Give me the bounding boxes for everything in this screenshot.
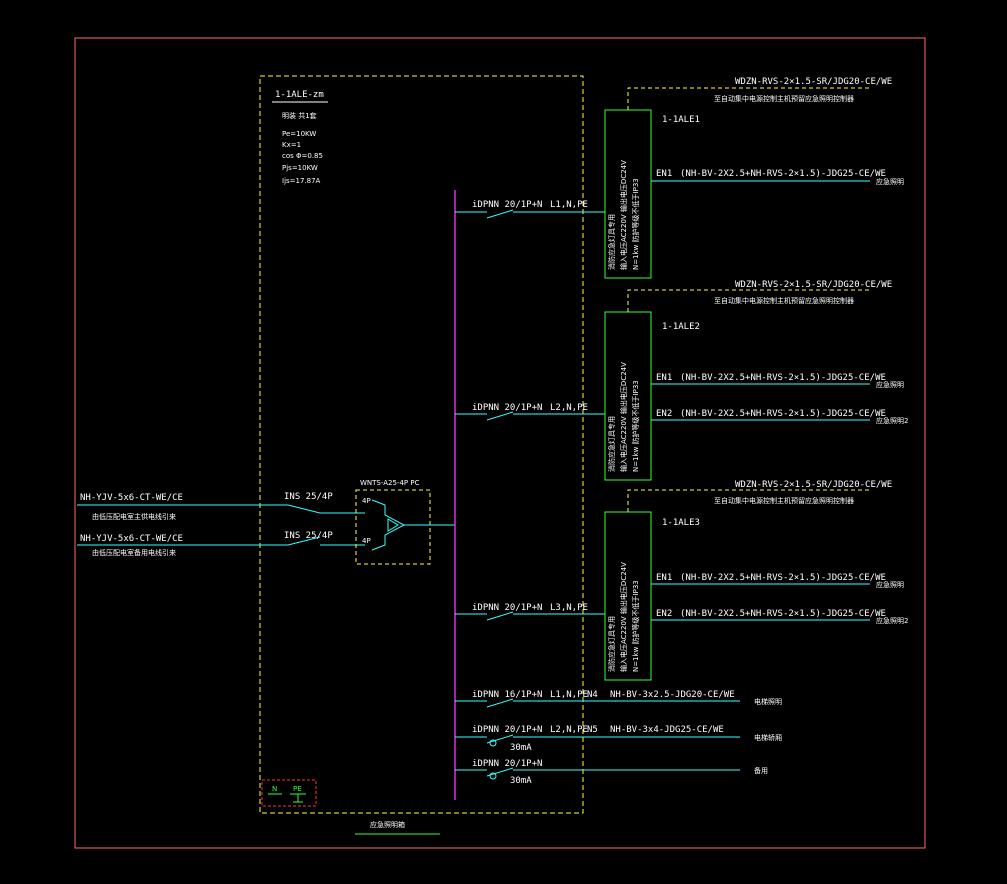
incoming-desc: 由低压配电室备用电线引来 (92, 548, 176, 557)
incoming-feeder-2: NH-YJV-5x6-CT-WE/CE 由低压配电室备用电线引来 INS 25/… (77, 531, 365, 557)
branch-cable: NH-BV-3x2.5-JDG20-CE/WE (610, 690, 735, 700)
ats-label: WNTS-A25-4P PC (360, 479, 420, 487)
incoming-feeder-1: NH-YJV-5x6-CT-WE/CE 由低压配电室主供电线引来 INS 25/… (77, 492, 365, 521)
output-id: EN1 (656, 573, 672, 583)
rcd-label: 30mA (510, 743, 532, 753)
box-line: 输入电压AC220V 输出电压DC24V (619, 362, 628, 472)
panel-outline (259, 75, 584, 814)
breaker-label: iDPNN 16/1P+N (472, 690, 542, 700)
top-note: 至自动集中电源控制主机预留应急照明控制器 (714, 496, 854, 505)
top-cable: WDZN-RVS-2×1.5-SR/JDG20-CE/WE (735, 480, 892, 490)
ground-pe: PE (293, 785, 302, 793)
breaker-label: iDPNN 20/1P+N (472, 725, 542, 735)
phase-label: L2,N,PE (550, 725, 588, 735)
box-line: 消防应急灯具专用 (607, 214, 616, 270)
box-line: 输入电压AC220V 输出电压DC24V (619, 160, 628, 270)
top-note: 至自动集中电源控制主机预留应急照明控制器 (714, 296, 854, 305)
output-cable: (NH-BV-2X2.5+NH-RVS-2×1.5)-JDG25-CE/WE (680, 609, 886, 619)
box-line: 输入电压AC220V 输出电压DC24V (619, 562, 628, 672)
output-dest: 应急照明 (876, 380, 904, 389)
branch-dest: 备用 (754, 766, 768, 775)
top-cable: WDZN-RVS-2×1.5-SR/JDG20-CE/WE (735, 280, 892, 290)
branch-cable: NH-BV-3x4-JDG25-CE/WE (610, 725, 724, 735)
breaker-label: iDPNN 20/1P+N (472, 200, 542, 210)
box-line: 消防应急灯具专用 (607, 416, 616, 472)
breaker-label: iDPNN 20/1P+N (472, 603, 542, 613)
panel-caption: 应急照明箱 (370, 820, 405, 829)
box-line: N=1kw 防护等级不低于IP33 (631, 580, 640, 672)
param-ijs: Ijs=17.87A (282, 177, 321, 185)
output-dest: 应急照明2 (876, 416, 908, 425)
breaker-label: iDPNN 20/1P+N (472, 759, 542, 769)
box-line: N=1kw 防护等级不低于IP33 (631, 178, 640, 270)
panel-name: 1-1ALE-zm (275, 90, 324, 100)
rcd-label: 30mA (510, 776, 532, 786)
phase-label: L2,N,PE (550, 403, 588, 413)
panel-note: 明装 共1套 (282, 111, 317, 120)
branch-spare: iDPNN 20/1P+N 30mA 备用 (455, 759, 768, 786)
branch-dest: 电梯照明 (754, 697, 782, 706)
branch-n5: iDPNN 20/1P+N L2,N,PE N5 NH-BV-3x4-JDG25… (455, 725, 782, 753)
ale-unit-2: iDPNN 20/1P+N L2,N,PE 消防应急灯具专用 输入电压AC220… (455, 280, 908, 481)
output-dest: 应急照明2 (876, 616, 908, 625)
output-cable: (NH-BV-2X2.5+NH-RVS-2×1.5)-JDG25-CE/WE (680, 409, 886, 419)
param-cos: cos Φ=0.85 (282, 152, 323, 160)
ale-unit-3: iDPNN 20/1P+N L3,N,PE 消防应急灯具专用 输入电压AC220… (455, 480, 908, 681)
output-cable: (NH-BV-2X2.5+NH-RVS-2×1.5)-JDG25-CE/WE (680, 373, 886, 383)
ats-switch: WNTS-A25-4P PC 4P 4P (355, 479, 455, 565)
output-cable: (NH-BV-2X2.5+NH-RVS-2×1.5)-JDG25-CE/WE (680, 573, 886, 583)
output-id: EN1 (656, 373, 672, 383)
ats-pole-top: 4P (362, 497, 371, 505)
incoming-cable: NH-YJV-5x6-CT-WE/CE (80, 493, 183, 503)
output-cable: (NH-BV-2X2.5+NH-RVS-2×1.5)-JDG25-CE/WE (680, 169, 886, 179)
incoming-switch: INS 25/4P (284, 531, 333, 541)
drawing-frame (74, 37, 926, 849)
box-line: N=1kw 防护等级不低于IP33 (631, 380, 640, 472)
ale-name: 1-1ALE2 (662, 322, 700, 332)
box-line: 消防应急灯具专用 (607, 616, 616, 672)
branch-dest: 电梯轿厢 (754, 733, 782, 742)
phase-label: L1,N,PE (550, 200, 588, 210)
ale-unit-1: iDPNN 20/1P+N L1,N,PE 消防应急灯具专用 输入电压AC220… (455, 77, 904, 279)
branch-n4: iDPNN 16/1P+N L1,N,PE N4 NH-BV-3x2.5-JDG… (455, 690, 782, 708)
output-id: EN2 (656, 409, 672, 419)
top-cable: WDZN-RVS-2×1.5-SR/JDG20-CE/WE (735, 77, 892, 87)
branch-id: N5 (587, 725, 598, 735)
output-dest: 应急照明 (876, 177, 904, 186)
param-pe: Pe=10KW (282, 130, 316, 138)
param-pjs: Pjs=10KW (282, 164, 318, 172)
incoming-switch: INS 25/4P (284, 492, 333, 502)
output-id: EN1 (656, 169, 672, 179)
output-id: EN2 (656, 609, 672, 619)
ground-terminal: N PE (261, 779, 317, 807)
top-note: 至自动集中电源控制主机预留应急照明控制器 (714, 94, 854, 103)
branch-id: N4 (587, 690, 598, 700)
phase-label: L1,N,PE (550, 690, 588, 700)
incoming-cable: NH-YJV-5x6-CT-WE/CE (80, 534, 183, 544)
breaker-label: iDPNN 20/1P+N (472, 403, 542, 413)
output-dest: 应急照明 (876, 580, 904, 589)
incoming-desc: 由低压配电室主供电线引来 (92, 512, 176, 521)
ground-n: N (272, 785, 277, 793)
ats-pole-bottom: 4P (362, 537, 371, 545)
phase-label: L3,N,PE (550, 603, 588, 613)
param-kx: Kx=1 (282, 141, 301, 149)
ale-name: 1-1ALE3 (662, 518, 700, 528)
ale-name: 1-1ALE1 (662, 115, 700, 125)
